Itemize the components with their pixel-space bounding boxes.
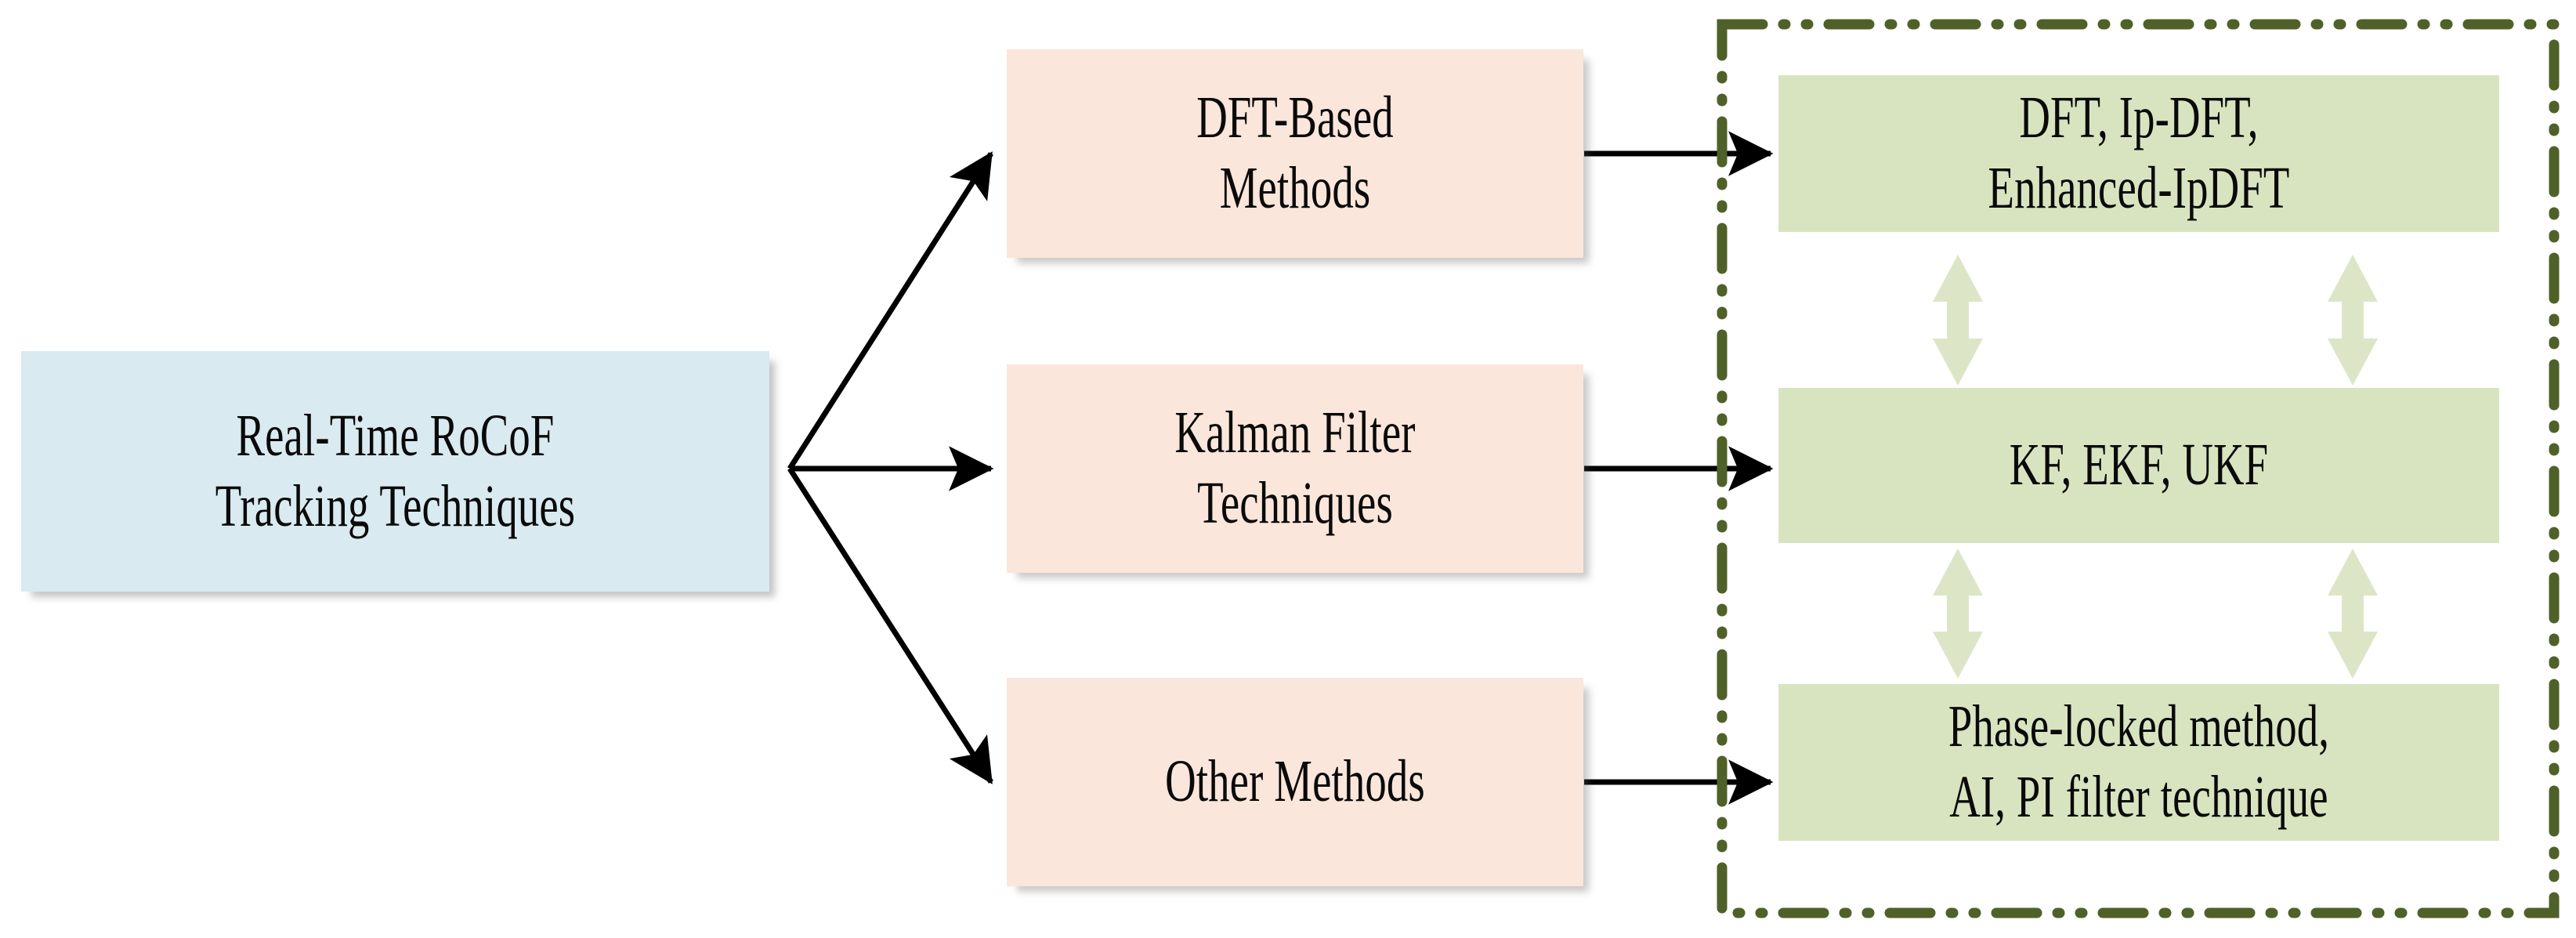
- branch-fan-icon: [787, 151, 994, 784]
- node-kalman-techniques[interactable]: KF, EKF, UKF: [1778, 388, 2499, 543]
- arrow-up-down-icon-right-bottom: [2328, 549, 2378, 679]
- node-label-other-techniques: Phase-locked method, AI, PI filter techn…: [1948, 694, 2330, 830]
- node-dft-based-methods[interactable]: DFT-Based Methods: [1007, 49, 1583, 258]
- arrow-up-down-icon-left-top: [1933, 255, 1983, 386]
- node-label-kalman-techniques: KF, EKF, UKF: [2009, 432, 2269, 498]
- node-dft-techniques[interactable]: DFT, Ip-DFT, Enhanced-IpDFT: [1778, 75, 2499, 232]
- node-label-kalman-filter-techniques: Kalman Filter Techniques: [1174, 400, 1416, 536]
- node-label-dft-techniques: DFT, Ip-DFT, Enhanced-IpDFT: [1988, 85, 2290, 221]
- node-other-methods[interactable]: Other Methods: [1007, 678, 1583, 886]
- node-label-other-methods: Other Methods: [1165, 748, 1425, 815]
- node-other-techniques[interactable]: Phase-locked method, AI, PI filter techn…: [1778, 684, 2499, 841]
- node-kalman-filter-techniques[interactable]: Kalman Filter Techniques: [1007, 364, 1583, 573]
- arrow-up-down-icon-left-bottom: [1933, 549, 1983, 679]
- arrow-up-down-icon-right-top: [2328, 255, 2378, 386]
- node-real-time-rocof-tracking-techniques[interactable]: Real-Time RoCoF Tracking Techniques: [21, 351, 769, 592]
- node-label-root: Real-Time RoCoF Tracking Techniques: [215, 402, 576, 539]
- node-label-dft-based-methods: DFT-Based Methods: [1196, 85, 1394, 221]
